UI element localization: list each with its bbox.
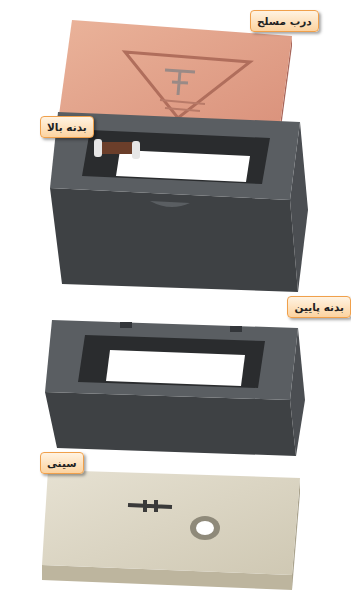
roller	[94, 139, 102, 157]
tray-hole	[190, 516, 220, 540]
lower-opening-floor	[106, 350, 245, 386]
roller-block	[98, 142, 136, 154]
upper-notch	[150, 201, 190, 207]
upper-opening	[82, 130, 270, 184]
lower-notch	[230, 326, 242, 332]
lower-body-part	[45, 320, 305, 456]
lower-notch	[120, 322, 132, 328]
callout-box: بدنه بالا	[40, 116, 94, 138]
tray-keyhole	[128, 500, 172, 512]
upper-body-part	[50, 112, 308, 292]
lower-front-face	[45, 392, 296, 456]
lid-plug-symbol	[165, 70, 195, 95]
part-name: سینی	[47, 456, 77, 470]
tray-part	[42, 470, 300, 590]
part-name: بدنه بالا	[47, 120, 87, 134]
roller	[132, 141, 140, 159]
tray-top	[42, 470, 300, 575]
part-name: بدنه پایین	[294, 300, 344, 314]
lower-top-rim	[45, 320, 298, 400]
lid-triangle-symbol	[125, 52, 250, 118]
callout-box: درب مسلح	[250, 10, 319, 32]
callout-box: بدنه پایین	[287, 296, 351, 318]
tray-hole-inner	[196, 521, 214, 535]
lower-opening	[78, 335, 265, 388]
part-name: درب مسلح	[257, 14, 312, 28]
upper-front-face	[50, 188, 298, 292]
callout-box: سینی	[40, 452, 84, 474]
lid-engraving	[160, 100, 205, 111]
